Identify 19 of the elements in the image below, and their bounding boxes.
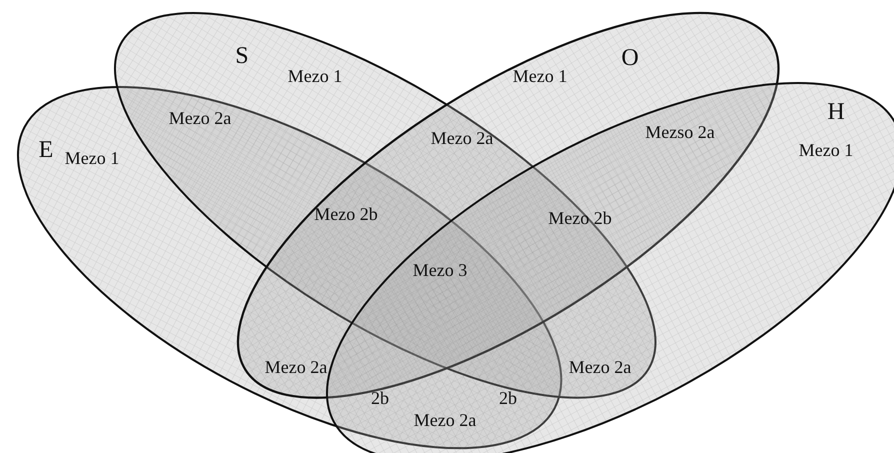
region-label: Mezso 2a <box>645 123 715 141</box>
region-label: Mezo 2a <box>264 358 328 376</box>
set-letter: S <box>235 44 249 68</box>
region-label: Mezo 2b <box>548 209 612 227</box>
region-label: Mezo 1 <box>64 148 120 167</box>
region-label: 2b <box>371 389 389 407</box>
region-label: Mezo 1 <box>798 140 854 159</box>
region-label: Mezo 1 <box>288 66 342 85</box>
set-letter: E <box>38 138 54 162</box>
region-label: Mezo 2b <box>314 205 378 223</box>
region-label: Mezo 3 <box>412 261 468 279</box>
region-label: Mezo 2a <box>168 109 232 127</box>
region-label: Mezo 1 <box>512 66 568 85</box>
region-label: Mezo 2a <box>430 129 494 147</box>
region-label: Mezo 2a <box>414 411 476 429</box>
region-label: Mezo 2a <box>568 358 632 376</box>
set-letter: H <box>827 100 845 124</box>
set-letter: O <box>621 46 639 70</box>
region-label: 2b <box>499 389 517 407</box>
